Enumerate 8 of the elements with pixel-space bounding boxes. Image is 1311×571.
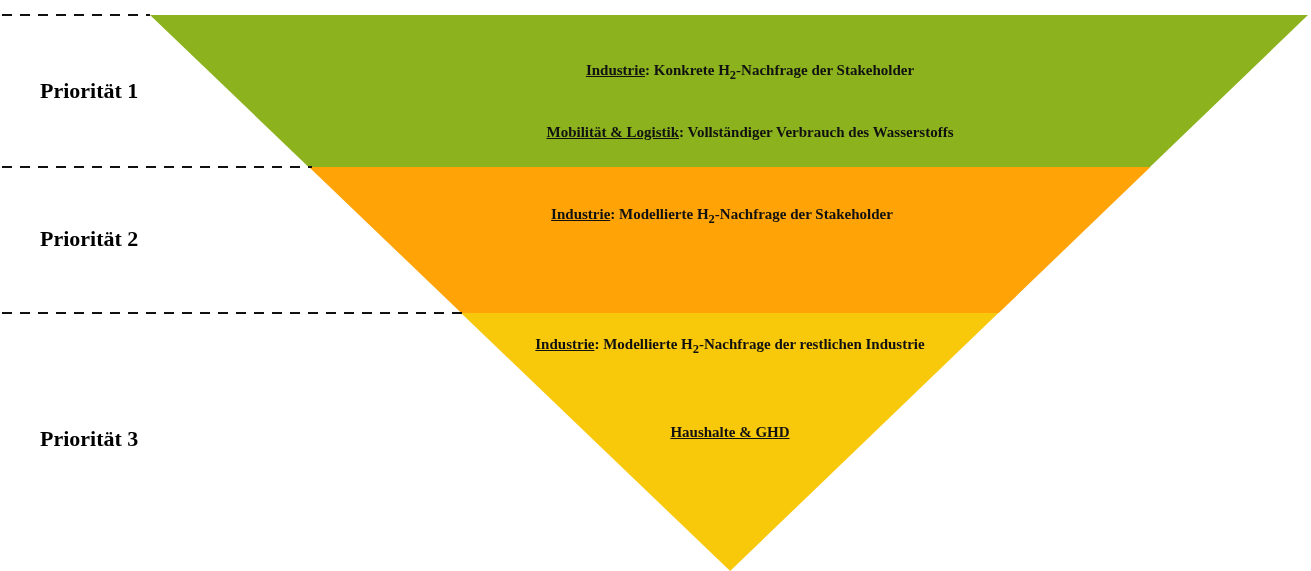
band-text: Industrie: Konkrete H$_{2}$-Nachfrage der Stakeholder — [585, 61, 915, 84]
band-text: Mobilität & Logistik: Vollständiger Verbrauch des Wasserstoffs — [546, 123, 954, 143]
priority-label: Priorität 1 — [40, 78, 139, 104]
band-text: Industrie: Modellierte H$_{2}$-Nachfrage der Stakeholder — [551, 205, 893, 228]
priority-label: Priorität 2 — [40, 226, 139, 252]
priority-label: Priorität 3 — [40, 426, 139, 452]
band-text: Industrie: Modellierte H$_{2}$-Nachfrage der restlichen Industrie — [535, 335, 925, 358]
band-text: Haushalte & GHD — [670, 423, 790, 443]
